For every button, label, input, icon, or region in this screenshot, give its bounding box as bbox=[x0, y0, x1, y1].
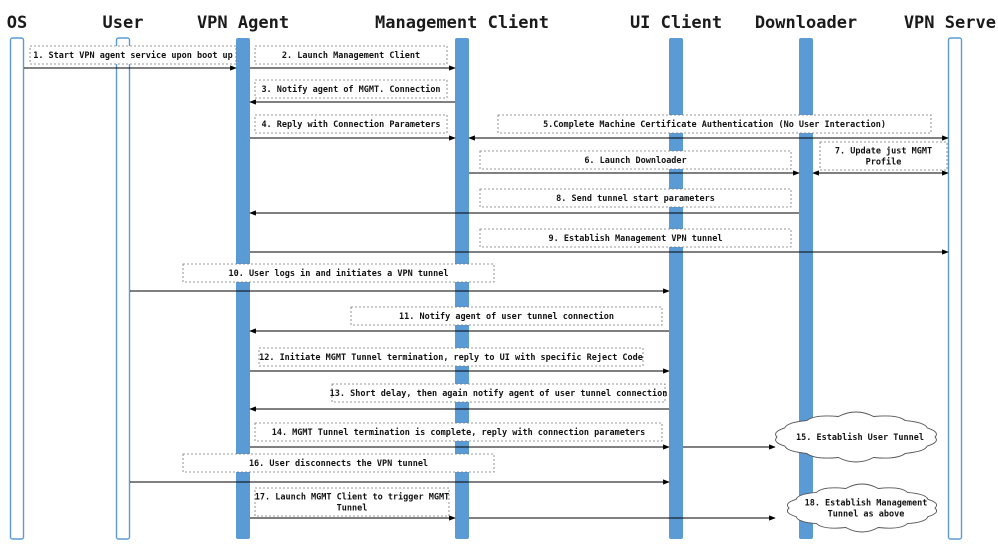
actor-label-vpn-server: VPN Server bbox=[904, 13, 998, 33]
message-9: 9. Establish Management VPN tunnel bbox=[250, 228, 949, 255]
message-label-7-line-2: Profile bbox=[866, 157, 902, 168]
message-label-box-9 bbox=[479, 228, 792, 248]
message-label-box-11 bbox=[350, 306, 663, 326]
actor-headers: OS User VPN Agent Management Client UI Clien… bbox=[7, 13, 998, 33]
message-label-17-line-1: 17. Launch MGMT Client to trigger MGMT bbox=[255, 492, 449, 503]
actor-label-downloader: Downloader bbox=[755, 13, 857, 33]
message-3: 3. Notify agent of MGMT. Connection bbox=[249, 79, 455, 105]
clouds bbox=[775, 411, 938, 533]
message-label-box-3 bbox=[254, 79, 448, 99]
message-label-2: 2. Launch Management Client bbox=[282, 50, 420, 61]
message-label-8: 8. Send tunnel start parameters bbox=[556, 194, 715, 204]
message-label-box-1 bbox=[29, 45, 237, 65]
message-label-box-12 bbox=[258, 347, 644, 367]
messages: 1. Start VPN agent service upon boot up 2… bbox=[24, 45, 949, 521]
actor-label-os: OS bbox=[7, 13, 27, 33]
message-12: 12. Initiate MGMT Tunnel termination, re… bbox=[250, 347, 670, 374]
lifeline-vpn-agent bbox=[236, 38, 250, 539]
message-label-box-4 bbox=[254, 114, 448, 134]
message-label-box-10 bbox=[182, 263, 495, 283]
message-6: 6. Launch Downloader bbox=[469, 150, 800, 176]
message-label-10: 10. User logs in and initiates a VPN tun… bbox=[228, 268, 448, 279]
lifeline-mgmt-client bbox=[455, 38, 469, 539]
message-15: 15. Establish User Tunnel bbox=[683, 432, 924, 450]
message-label-13: 13. Short delay, then again notify agent… bbox=[330, 388, 668, 399]
message-label-box-13 bbox=[331, 383, 666, 403]
message-17: 17. Launch MGMT Client to trigger MGMTTu… bbox=[250, 487, 456, 521]
cloud-15-shape bbox=[775, 411, 937, 463]
message-label-box-16 bbox=[182, 453, 495, 473]
message-4: 4. Reply with Connection Parameters bbox=[250, 114, 456, 141]
message-label-16: 16. User disconnects the VPN tunnel bbox=[249, 458, 428, 469]
message-8: 8. Send tunnel start parameters bbox=[249, 188, 799, 216]
message-13: 13. Short delay, then again notify agent… bbox=[249, 383, 669, 412]
message-label-18-line-2: Tunnel as above bbox=[828, 510, 905, 520]
actor-label-mgmt-client: Management Client bbox=[375, 13, 549, 33]
message-label-18-line-1: 18. Establish Management bbox=[805, 498, 928, 509]
message-label-6: 6. Launch Downloader bbox=[584, 156, 686, 166]
message-label-4: 4. Reply with Connection Parameters bbox=[261, 119, 440, 130]
message-2: 2. Launch Management Client bbox=[250, 45, 456, 71]
lifeline-os bbox=[9, 37, 25, 540]
lifeline-vpn-server bbox=[947, 37, 963, 540]
message-14: 14. MGMT Tunnel termination is complete,… bbox=[250, 422, 670, 450]
message-label-11: 11. Notify agent of user tunnel connecti… bbox=[399, 311, 614, 322]
message-label-9: 9. Establish Management VPN tunnel bbox=[549, 233, 723, 244]
message-10: 10. User logs in and initiates a VPN tun… bbox=[130, 263, 670, 294]
message-label-box-7 bbox=[819, 141, 948, 171]
message-label-14: 14. MGMT Tunnel termination is complete,… bbox=[272, 427, 646, 438]
actor-label-vpn-agent: VPN Agent bbox=[197, 13, 289, 33]
cloud-18-shape bbox=[786, 483, 938, 533]
message-label-1: 1. Start VPN agent service upon boot up bbox=[33, 50, 233, 61]
actor-label-ui-client: UI Client bbox=[630, 13, 722, 33]
message-label-15: 15. Establish User Tunnel bbox=[796, 432, 924, 443]
message-label-box-14 bbox=[254, 422, 663, 442]
actor-label-user: User bbox=[103, 13, 144, 33]
message-label-box-2 bbox=[254, 45, 448, 65]
message-label-5: 5.Complete Machine Certificate Authentic… bbox=[543, 119, 886, 130]
message-label-3: 3. Notify agent of MGMT. Connection bbox=[261, 84, 440, 95]
message-label-box-17 bbox=[254, 487, 450, 517]
message-label-17-line-2: Tunnel bbox=[337, 504, 368, 514]
message-label-7-line-1: 7. Update just MGMT bbox=[835, 146, 932, 157]
message-label-12: 12. Initiate MGMT Tunnel termination, re… bbox=[259, 352, 643, 363]
message-5: 5.Complete Machine Certificate Authentic… bbox=[468, 114, 949, 141]
message-1: 1. Start VPN agent service upon boot up bbox=[24, 45, 237, 71]
message-label-box-5 bbox=[497, 114, 932, 134]
message-11: 11. Notify agent of user tunnel connecti… bbox=[249, 306, 669, 334]
lifeline-ui-client bbox=[669, 38, 683, 539]
message-16: 16. User disconnects the VPN tunnel bbox=[130, 453, 670, 485]
message-label-box-8 bbox=[479, 188, 792, 208]
lifeline-downloader bbox=[799, 38, 813, 539]
message-label-box-6 bbox=[479, 150, 792, 170]
lifeline-user bbox=[115, 37, 131, 540]
